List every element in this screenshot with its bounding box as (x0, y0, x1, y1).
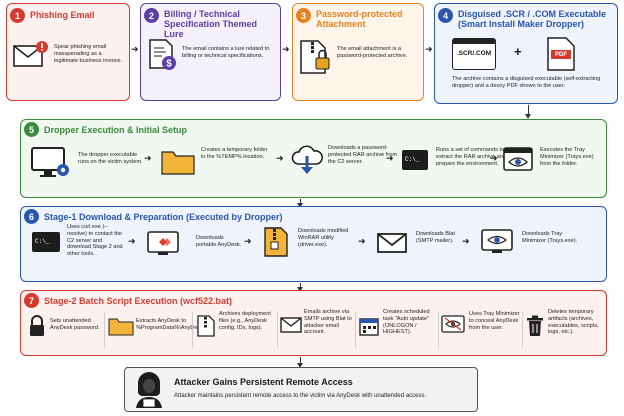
zip-lock-icon (300, 40, 330, 74)
monitor-gear-icon (31, 147, 69, 177)
arrow-6b: ➜ (244, 236, 252, 246)
plus-sign: + (514, 44, 522, 59)
step3-number: 3 (296, 8, 311, 23)
mail-envelope-icon (377, 233, 407, 253)
step6-number: 6 (24, 209, 39, 224)
arrow-6a: ➜ (128, 236, 136, 246)
anydesk-icon (147, 231, 179, 255)
arrow-1-2: ➜ (131, 44, 139, 54)
step7-item-5: Creates scheduled task "Auto update" (ON… (383, 309, 430, 336)
separator (438, 312, 439, 348)
step7-item-3: Archives deployment files (e.g., AnyDesk… (219, 311, 271, 331)
step2-number: 2 (144, 8, 159, 23)
step3-title: Password-protected Attachment (316, 9, 403, 29)
step5-number: 5 (24, 122, 39, 137)
arrow-5a: ➜ (144, 153, 152, 163)
step7-item-2: Extracts AnyDesk to %ProgramData%\AnyDes… (136, 318, 205, 331)
step7-item-6: Uses Tray Minimizer to conceal AnyDesk f… (469, 311, 520, 331)
trash-icon (527, 315, 543, 336)
step6-item-3: Downloads modified WinRAR utility (drive… (298, 228, 349, 248)
arrow-6-7 (297, 283, 303, 292)
separator (355, 312, 356, 348)
step6-item-5: Downloads Tray Minimizer (Trays.exe). (522, 231, 578, 244)
pdf-document-icon (547, 37, 575, 71)
winrar-archive-icon (264, 227, 288, 257)
separator (277, 312, 278, 348)
step2-text: The email contains a lure related to bil… (182, 46, 270, 59)
arrow-6c: ➜ (358, 236, 366, 246)
step5-item-3: Downloads a password-protected RAR archi… (328, 145, 398, 165)
arrow-5d: ➜ (490, 153, 498, 163)
final-box (124, 367, 478, 412)
step5-title: Dropper Execution & Initial Setup (44, 125, 188, 135)
separator (192, 312, 193, 348)
final-title: Attacker Gains Persistent Remote Access (174, 377, 353, 387)
step3-text: The email attachment is a password-prote… (337, 46, 408, 59)
step6-title: Stage-1 Download & Preparation (Executed… (44, 212, 283, 222)
step6-item-1: Uses curl.exe (--resolve) to contact the… (67, 224, 123, 258)
step1-text: Spear phishing email masquerading as a l… (54, 44, 123, 64)
final-text: Attacker maintains persistent remote acc… (174, 393, 427, 399)
step5-item-2: Creates a temporary folder in the %TEMP%… (201, 147, 268, 160)
svg-text:$: $ (166, 59, 172, 70)
step5-item-1: The dropper executable runs on the victi… (78, 152, 143, 165)
hidden-eye-icon (441, 315, 465, 333)
archive-files-icon (197, 315, 215, 337)
extract-folder-icon (108, 318, 134, 336)
step7-title: Stage-2 Batch Script Execution (wcf522.b… (44, 296, 233, 306)
tray-minimizer-icon (481, 229, 513, 253)
arrow-5b: ➜ (276, 153, 284, 163)
arrow-2-3: ➜ (282, 44, 290, 54)
step5-item-5: Executes the Tray Minimizer (Trays.exe) … (540, 147, 594, 167)
invoice-document-icon: $ (149, 39, 176, 70)
arrow-4-5 (525, 105, 531, 119)
step7-item-1: Sets unattended AnyDesk password. (50, 318, 100, 331)
step6-item-4: Downloads Blat (SMTP mailer). (416, 231, 455, 244)
curl-terminal-icon: C:\_ (32, 232, 60, 252)
pdf-label: PDF (555, 52, 567, 58)
step5-item-4: Runs a set of commands to extract the RA… (436, 147, 506, 167)
terminal-prompt-2: C:\_ (35, 238, 50, 245)
step7-number: 7 (24, 293, 39, 308)
email-send-icon (280, 317, 302, 333)
arrow-3-4: ➜ (425, 44, 433, 54)
eye-window-icon (503, 147, 533, 171)
calendar-icon (359, 318, 379, 336)
folder-icon (161, 151, 195, 175)
separator (104, 312, 105, 348)
scr-executable-icon: .SCR/.COM (452, 38, 496, 70)
envelope-alert-icon (13, 41, 48, 67)
terminal-prompt: C:\_ (405, 156, 420, 163)
arrow-5c: ➜ (386, 153, 394, 163)
step3-box (292, 3, 424, 101)
arrow-5-6 (297, 199, 303, 208)
step7-item-7: Deletes temporary artifacts (archives, e… (548, 309, 599, 336)
step4-title: Disguised .SCR / .COM Executable (Smart … (458, 9, 607, 29)
step6-item-2: Downloads portable AnyDesk. (196, 235, 242, 248)
cloud-download-icon (291, 145, 323, 174)
padlock-icon (30, 315, 44, 336)
terminal-icon: C:\_ (402, 150, 428, 170)
arrow-7-final (297, 357, 303, 368)
step4-text: The archive contains a disguised executa… (452, 76, 601, 89)
scr-label: .SCR/.COM (456, 50, 492, 57)
hooded-attacker-icon (136, 372, 162, 408)
step2-title: Billing / Technical Specification Themed… (164, 9, 258, 39)
arrow-6d: ➜ (462, 236, 470, 246)
step4-number: 4 (438, 8, 453, 23)
step1-title: Phishing Email (30, 10, 95, 20)
step1-number: 1 (10, 8, 25, 23)
step7-item-4: Emails archive via SMTP using Blat to at… (304, 309, 352, 336)
separator (522, 312, 523, 348)
